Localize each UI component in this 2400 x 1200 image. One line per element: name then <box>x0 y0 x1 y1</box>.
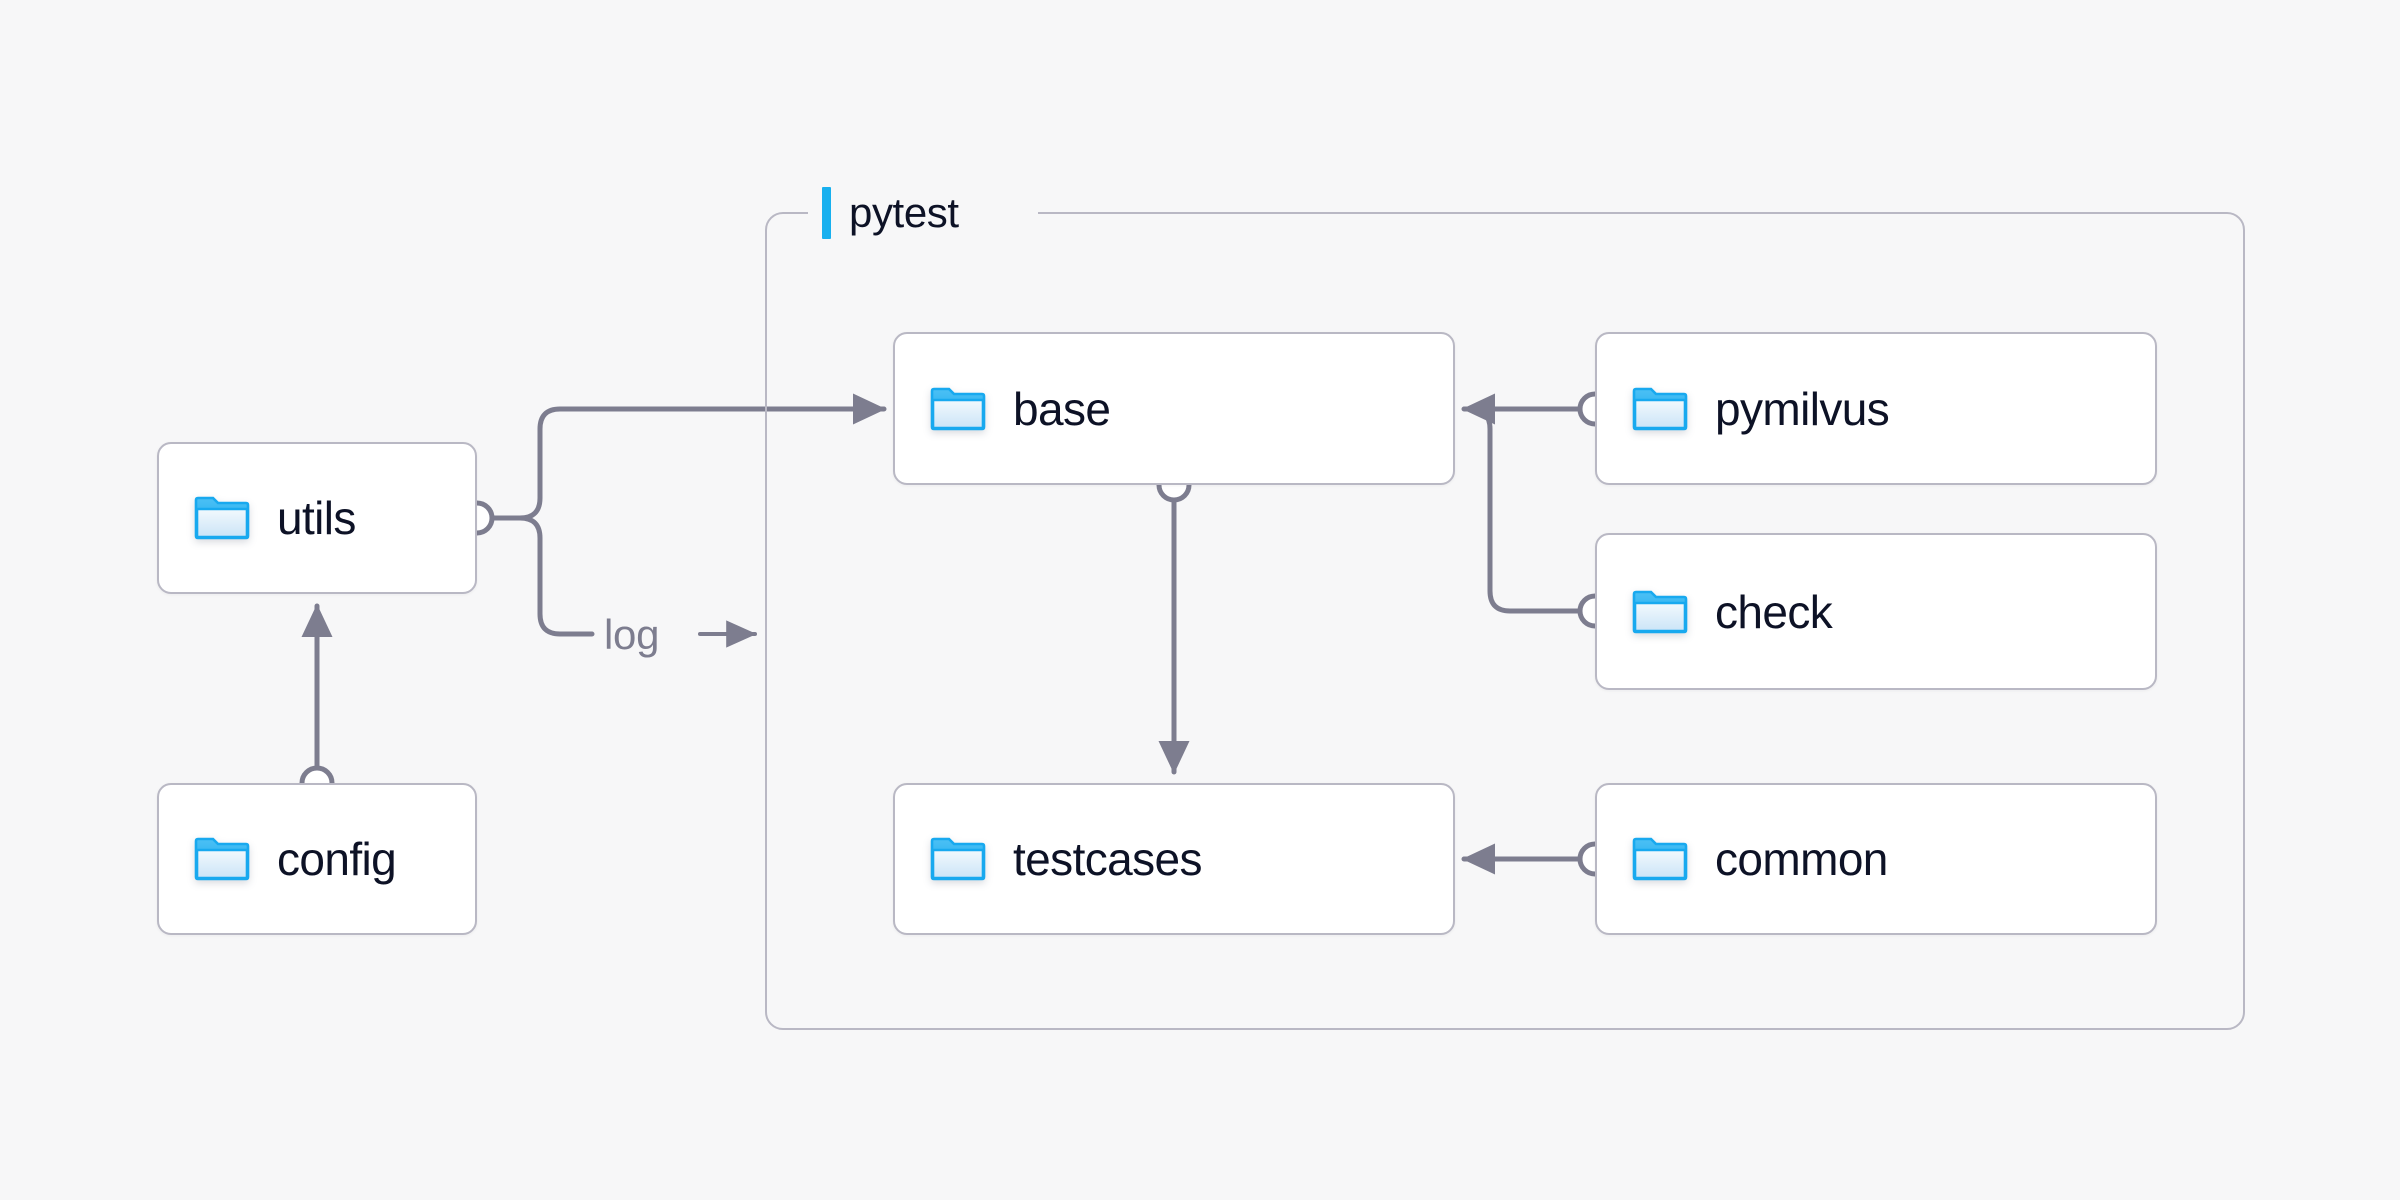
folder-icon <box>930 837 986 881</box>
group-label-text: pytest <box>849 189 959 236</box>
node-label-check: check <box>1715 585 1833 638</box>
folder-icon <box>1632 387 1688 430</box>
folder-icon <box>930 387 986 430</box>
node-label-utils: utils <box>277 492 356 544</box>
node-base[interactable]: base <box>893 332 1455 485</box>
folder-icon <box>194 496 250 540</box>
node-check[interactable]: check <box>1595 533 2157 690</box>
group-label-gap <box>808 192 1038 234</box>
edge-label-log: log <box>604 611 757 658</box>
node-utils[interactable]: utils <box>157 442 477 594</box>
group-accent-bar <box>822 187 831 239</box>
folder-icon <box>1632 590 1688 633</box>
edge-log-text: log <box>604 611 659 658</box>
group-container-pytest <box>765 212 2245 1030</box>
group-label-pytest: pytest <box>822 185 959 241</box>
node-label-pymilvus: pymilvus <box>1715 382 1890 435</box>
edge-config-to-utils <box>299 603 335 801</box>
node-pymilvus[interactable]: pymilvus <box>1595 332 2157 485</box>
folder-icon <box>194 837 250 881</box>
node-label-common: common <box>1715 833 1888 885</box>
node-testcases[interactable]: testcases <box>893 783 1455 935</box>
node-label-testcases: testcases <box>1013 833 1203 885</box>
folder-icon <box>1632 837 1688 881</box>
node-label-config: config <box>277 833 397 885</box>
node-common[interactable]: common <box>1595 783 2157 935</box>
node-label-base: base <box>1013 382 1111 435</box>
node-config[interactable]: config <box>157 783 477 935</box>
